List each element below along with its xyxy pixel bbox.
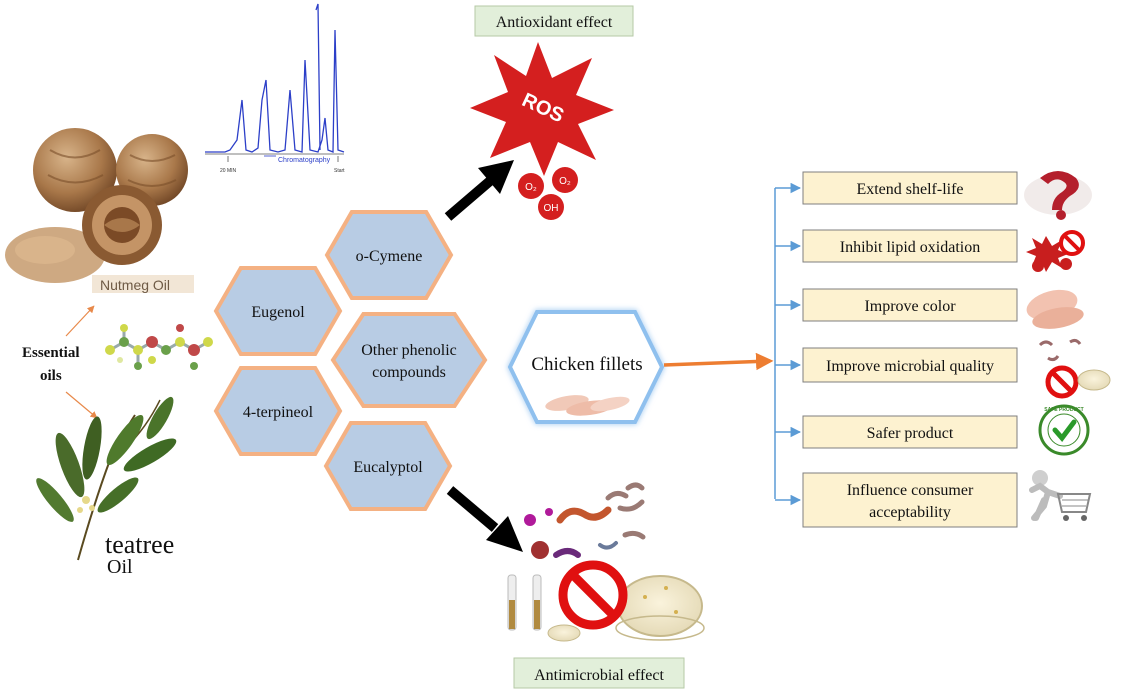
safe-product-badge: SAFE PRODUCT: [1038, 404, 1090, 456]
outcome-box-6: [802, 472, 1018, 528]
teatree-label-line1: teatree: [105, 530, 174, 559]
arrow-to-antioxidant: [444, 160, 514, 221]
chromatography-label: Chromatography: [278, 157, 331, 164]
raw-chicken-icon: [1026, 289, 1084, 329]
outcome-label-3: Improve color: [864, 298, 956, 315]
chromatogram-left-tick: 20 MIN: [220, 168, 237, 174]
radical-o2-bubble-b: [552, 167, 578, 193]
molecule-icon: [105, 324, 213, 370]
meat-question-icon: [1024, 171, 1092, 220]
radical-o2-bubble-a: [518, 173, 544, 199]
outcome-box-3: [802, 288, 1018, 322]
chromatogram-right-tick: Start: [334, 168, 345, 174]
radical-o2-label-b: O₂: [559, 176, 571, 187]
outcome-box-5: [802, 415, 1018, 449]
safe-product-badge-text: SAFE PRODUCT: [1044, 407, 1083, 413]
antimicrobial-effect-label: Antimicrobial effect: [534, 667, 664, 684]
outcome-label-1: Extend shelf-life: [856, 181, 963, 198]
hexagon-label-eucalyptol: Eucalyptol: [353, 459, 423, 476]
chicken-fillets-hexagon: [507, 310, 665, 424]
chicken-fillets-image: [545, 395, 630, 416]
teatree-label-line2: Oil: [107, 556, 133, 578]
outcome-label-4: Improve microbial quality: [826, 358, 994, 375]
outcome-box-1: [802, 171, 1018, 205]
microbes-illustration: [507, 482, 705, 642]
arrow-to-nutmeg: [65, 305, 95, 337]
radical-oh-bubble: [538, 194, 564, 220]
hexagon-label-other-phenolic-compounds-line2: compounds: [372, 364, 446, 381]
nutmeg-label: Nutmeg Oil: [100, 277, 170, 293]
arrow-to-outcomes: [663, 352, 774, 371]
essential-oils-label-line2: oils: [40, 368, 62, 384]
hexagon-eugenol: [213, 266, 343, 356]
shopping-cart-person-icon: [1029, 470, 1092, 521]
outcome-box-4: [802, 347, 1018, 383]
essential-oils-label-line1: Essential: [22, 345, 80, 361]
antioxidant-effect-box: [474, 5, 634, 37]
arrow-to-antimicrobial: [446, 486, 523, 552]
ros-no-icon: [1026, 230, 1085, 272]
hexagon-label-4-terpineol: 4-terpineol: [243, 404, 314, 421]
ros-starburst: [470, 42, 614, 176]
antimicrobial-effect-box: [513, 657, 685, 689]
hexagon-o-cymene: [324, 210, 454, 300]
nutmeg-illustration: [5, 128, 188, 283]
chicken-fillets-label: Chicken fillets: [531, 354, 642, 375]
hexagon-4-terpineol: [213, 366, 343, 456]
nutmeg-label-bg: [92, 275, 194, 293]
arrow-to-teatree: [65, 391, 98, 419]
hexagon-label-o-cymene: o-Cymene: [356, 248, 423, 265]
outcome-label-6-line2: acceptability: [869, 504, 951, 521]
hexagon-label-eugenol: Eugenol: [251, 304, 305, 321]
hexagon-eucalyptol: [323, 421, 453, 511]
hexagon-label-other-phenolic-compounds-line1: Other phenolic: [361, 342, 457, 359]
radical-oh-label: OH: [544, 203, 559, 214]
microbe-no-icon: [1038, 338, 1111, 399]
outcome-label-6-line1: Influence consumer: [847, 482, 974, 499]
antioxidant-effect-label: Antioxidant effect: [496, 14, 613, 31]
outcome-box-2: [802, 229, 1018, 263]
outcome-label-2: Inhibit lipid oxidation: [840, 239, 980, 256]
teatree-illustration: [36, 396, 177, 561]
radical-o2-label-a: O₂: [525, 182, 537, 193]
outcome-label-5: Safer product: [867, 425, 954, 442]
hexagon-other-phenolic-compounds: [330, 312, 488, 408]
chromatogram: [205, 3, 345, 162]
prohibition-icon-antimicrobial: [558, 560, 628, 630]
